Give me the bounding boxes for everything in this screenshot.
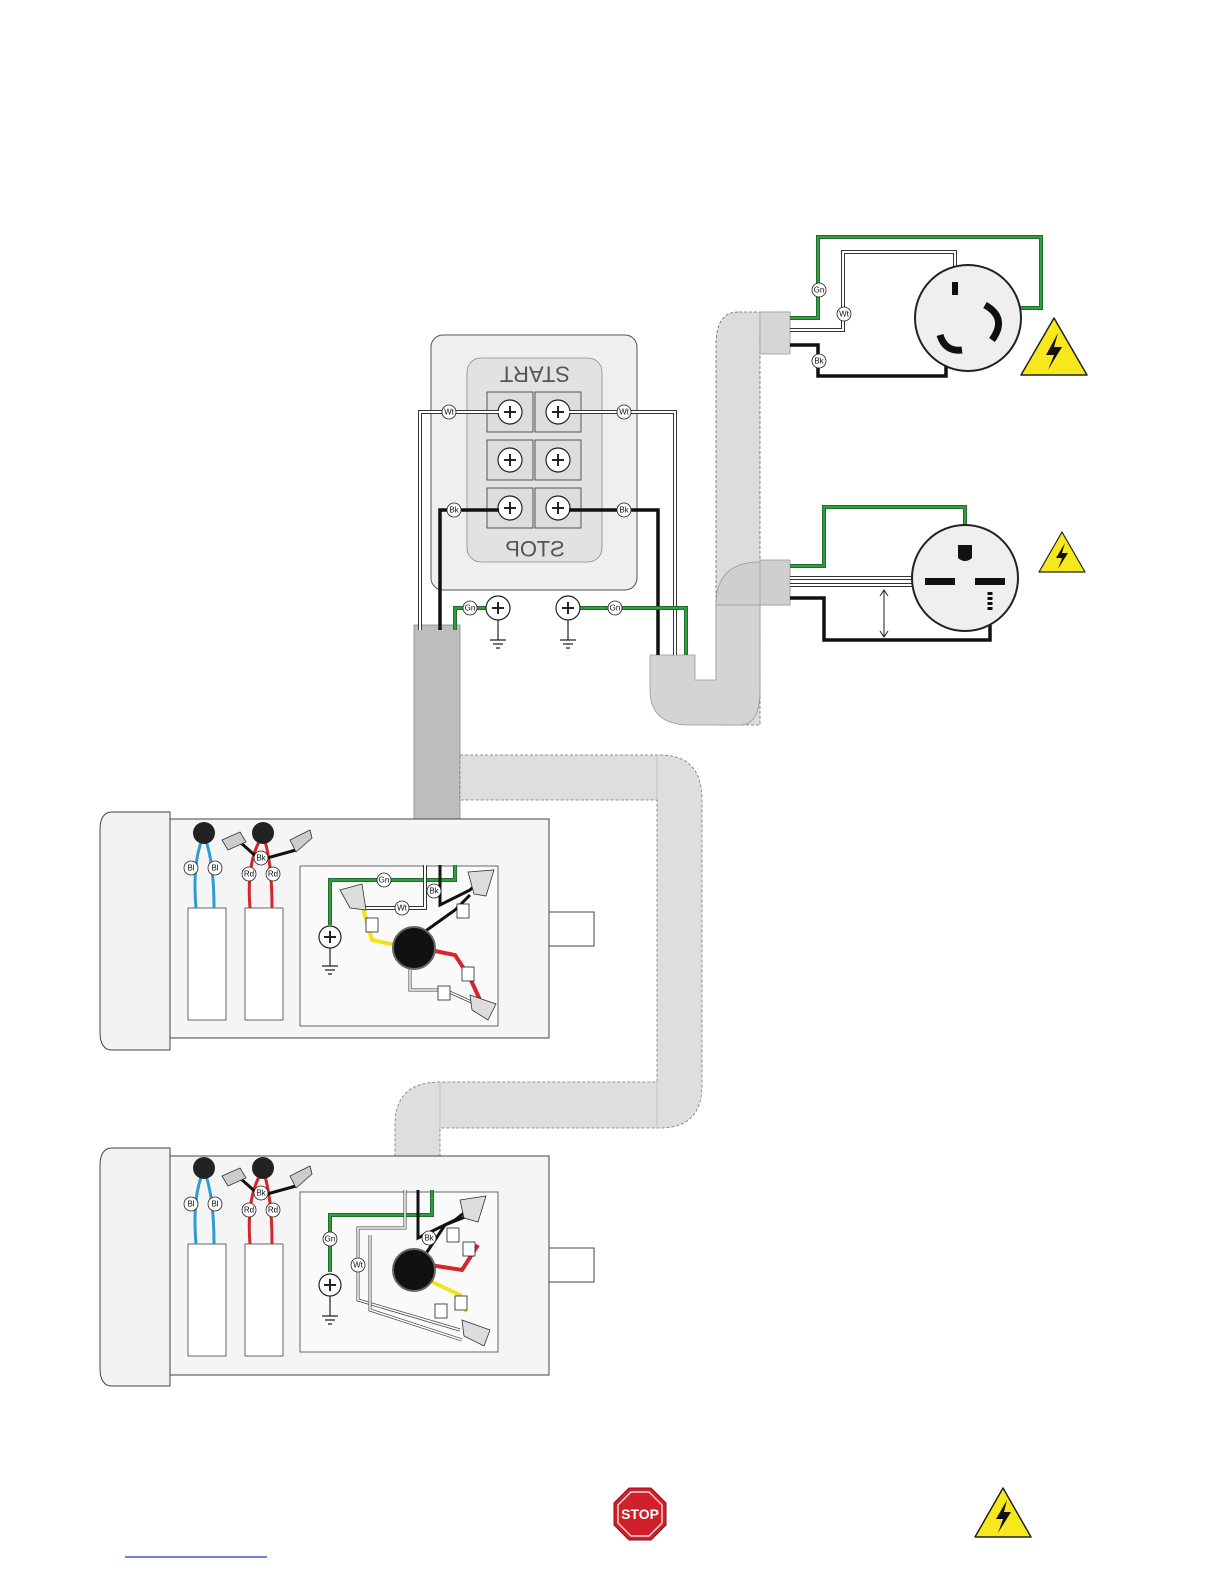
wire-tag-wt: Wt	[353, 1261, 364, 1270]
hazard-warning-icon	[1021, 318, 1087, 375]
wire-tag-rd: Rd	[244, 1206, 254, 1215]
wire-tag-bl: Bl	[187, 864, 194, 873]
switch-start-label: START	[500, 362, 570, 387]
wire-tag-rd: Rd	[268, 870, 278, 879]
wire-tag-bl: Bl	[211, 1200, 218, 1209]
wire-tag-rd: Rd	[268, 1206, 278, 1215]
hazard-warning-icon	[1039, 532, 1085, 572]
wire-tag-gn: Gn	[814, 286, 825, 295]
wire-tag-gn: Gn	[325, 1235, 336, 1244]
magnetic-switch-box: START STOP	[431, 335, 637, 590]
wire-tag-wt: Wt	[619, 408, 630, 417]
wire-tag-wt: Wt	[397, 904, 408, 913]
wire-tag-gn: Gn	[379, 876, 390, 885]
wire-tag-bl: Bl	[187, 1200, 194, 1209]
wire-tag-wt: Wt	[444, 408, 455, 417]
conduit-plug-lower	[650, 560, 790, 725]
motor-lower: Bl Bl Bk Rd Rd Gn Wt Bk	[100, 1148, 594, 1386]
stop-sign-text: STOP	[621, 1506, 659, 1522]
wire-tag-gn: Gn	[465, 604, 476, 613]
wire-tag-gn: Gn	[610, 604, 621, 613]
wire-tag-bk: Bk	[424, 1234, 434, 1243]
wire-tag-bk: Bk	[449, 506, 459, 515]
wire-tag-bk: Bk	[619, 506, 629, 515]
switch-stop-label: STOP	[505, 537, 565, 562]
ground-symbol-icon	[486, 596, 510, 648]
ground-symbol-icon	[556, 596, 580, 648]
motor-upper: Bl Bl Bk Rd Rd Gn Wt Bk	[100, 812, 594, 1050]
stop-sign-icon: STOP	[614, 1488, 666, 1540]
wire-tag-bl: Bl	[211, 864, 218, 873]
wire-tag-bk: Bk	[256, 1189, 266, 1198]
wire-tag-wt: Wt	[839, 310, 850, 319]
wire-tag-bk: Bk	[814, 357, 824, 366]
wire-tag-bk: Bk	[429, 887, 439, 896]
twist-lock-plug: Gn Wt Bk	[790, 237, 1041, 376]
straight-blade-plug	[790, 507, 1018, 640]
wire-tag-rd: Rd	[244, 870, 254, 879]
hazard-warning-icon	[975, 1488, 1031, 1537]
wire-tag-bk: Bk	[256, 854, 266, 863]
